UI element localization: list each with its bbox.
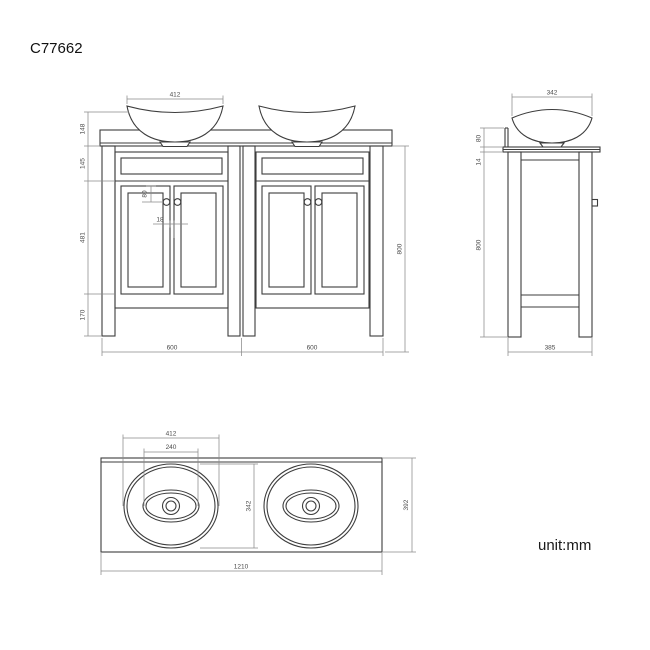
dim-front-sink-height: 148 — [80, 123, 87, 134]
dim-plan-total-length: 1210 — [234, 564, 249, 571]
dim-plan-sink-length: 412 — [166, 431, 177, 438]
dim-front-leg-height: 170 — [80, 309, 87, 320]
door-knob — [173, 198, 182, 206]
dim-front-door-gap: 18 — [156, 217, 164, 224]
dim-front-total-height: 800 — [397, 243, 404, 254]
unit-label: unit:mm — [538, 537, 591, 554]
dim-front-cabinet-width-left: 600 — [167, 345, 178, 352]
dim-plan-counter-depth: 392 — [403, 499, 410, 510]
dim-front-door-height: 481 — [80, 232, 87, 243]
drawing-title: C77662 — [30, 40, 83, 57]
side-view-drawing — [502, 108, 601, 338]
dim-front-knob-offset: 80 — [142, 190, 149, 198]
dim-plan-basin-length: 240 — [166, 444, 177, 451]
door-knob — [314, 198, 323, 206]
door-knob — [162, 198, 171, 206]
dim-plan-sink-depth: 342 — [246, 500, 253, 511]
dim-front-cabinet-width-right: 600 — [307, 345, 318, 352]
side-door-knob — [591, 198, 599, 207]
front-view-dimensions: 412 148 145 481 170 80 18 800 600 600 — [80, 92, 409, 356]
dim-front-sink-width: 412 — [170, 92, 181, 99]
dim-front-apron-height: 145 — [80, 158, 87, 169]
dim-side-base-depth: 385 — [545, 345, 556, 352]
plan-view-drawing — [100, 457, 383, 553]
dim-side-sink-depth: 342 — [547, 90, 558, 97]
door-knob — [303, 198, 312, 206]
dim-side-counter-thickness: 14 — [476, 158, 483, 166]
front-view-drawing — [99, 105, 393, 337]
dim-side-total-height: 800 — [476, 239, 483, 250]
plan-view-dimensions: 412 240 342 392 1210 — [100, 431, 416, 575]
side-view-dimensions: 342 80 14 800 385 — [476, 90, 593, 356]
dim-side-sink-above-counter: 80 — [476, 135, 483, 143]
